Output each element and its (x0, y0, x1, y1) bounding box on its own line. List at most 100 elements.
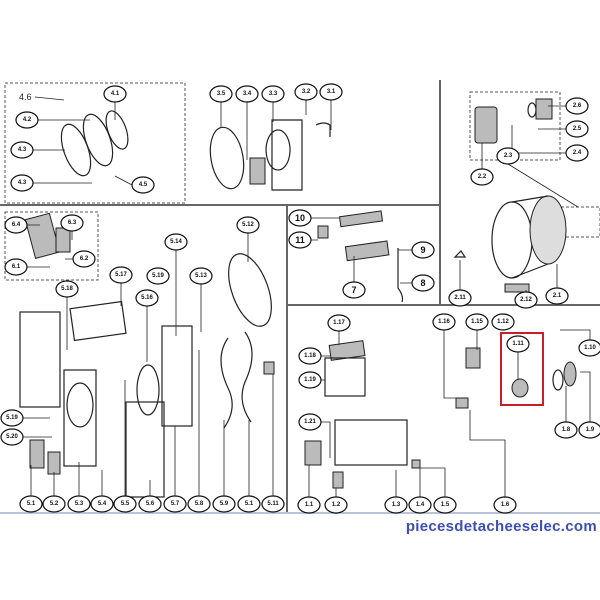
part-label: 3.5 (209, 85, 233, 103)
part-label: 5.1 (19, 495, 43, 513)
highlighted-part-box (500, 332, 544, 406)
part-number: 6.1 (12, 264, 21, 270)
control-group-box (4, 211, 99, 281)
part-label: 8 (411, 274, 435, 292)
part-drawings (19, 98, 577, 498)
label-bubble (131, 176, 155, 194)
label-bubble (237, 495, 261, 513)
part-label: 2.4 (565, 144, 589, 162)
part-number: 3.3 (269, 91, 278, 97)
label-bubble (554, 421, 578, 439)
part-number: 5.19 (6, 415, 18, 421)
part-label: 11 (288, 231, 312, 249)
part-number: 1.8 (562, 427, 571, 433)
part-label: 1.21 (298, 413, 322, 431)
part-number: 5.3 (75, 501, 84, 507)
part-label: 5.6 (138, 495, 162, 513)
label-bubble (545, 287, 569, 305)
part-label: 5.4 (90, 495, 114, 513)
label-bubble (42, 495, 66, 513)
part-label: 6.3 (60, 214, 84, 232)
part-label: 1.9 (578, 421, 600, 439)
part-number: 5.13 (195, 273, 207, 279)
label-bubble (235, 85, 259, 103)
part-number: 5.19 (152, 273, 164, 279)
part-number: 1.4 (416, 502, 425, 508)
label-bubble (138, 495, 162, 513)
part-number: 5.17 (115, 272, 127, 278)
door-group-box (4, 82, 186, 204)
part-label: 5.17 (109, 266, 133, 284)
part-label: 6.2 (72, 250, 96, 268)
label-bubble (496, 147, 520, 165)
part-number: 6.4 (12, 222, 21, 228)
label-bubble (448, 289, 472, 307)
part-number: 5.16 (141, 295, 153, 301)
label-bubble (411, 274, 435, 292)
label-bubble (163, 495, 187, 513)
part-label: 5.12 (236, 216, 260, 234)
part-number: 10 (295, 213, 305, 223)
label-bubble (433, 496, 457, 514)
part-label: 5.3 (67, 495, 91, 513)
part-number: 1.2 (332, 502, 341, 508)
label-bubble (0, 409, 24, 427)
label-bubble (212, 495, 236, 513)
label-bubble (4, 216, 28, 234)
part-label: 1.17 (327, 314, 351, 332)
part-label: 4.3 (10, 174, 34, 192)
part-label: 1.2 (324, 496, 348, 514)
part-number: 7 (351, 285, 356, 295)
part-number: 1.21 (304, 419, 316, 425)
label-bubble (103, 85, 127, 103)
part-label: 2.1 (545, 287, 569, 305)
part-number: 2.3 (504, 153, 513, 159)
part-label: 1.5 (433, 496, 457, 514)
label-bubble (15, 111, 39, 129)
part-label: 2.6 (565, 97, 589, 115)
part-label: 5.13 (189, 267, 213, 285)
part-number: 1.6 (501, 502, 510, 508)
leader-lines (23, 100, 591, 497)
label-bubble (135, 289, 159, 307)
part-label: 1.6 (493, 496, 517, 514)
label-bubble (384, 496, 408, 514)
part-label: 3.4 (235, 85, 259, 103)
part-label: 5.5 (113, 495, 137, 513)
part-number: 1.11 (512, 341, 524, 347)
part-number: 5.18 (61, 286, 73, 292)
part-label: 2.5 (565, 120, 589, 138)
part-number: 4.3 (18, 147, 27, 153)
part-number: 2.6 (573, 103, 582, 109)
label-bubble (60, 214, 84, 232)
label-bubble (565, 97, 589, 115)
part-number: 6.2 (80, 256, 89, 262)
part-label: 1.8 (554, 421, 578, 439)
part-number: 3.2 (302, 89, 311, 95)
part-label: 2.2 (470, 168, 494, 186)
label-bubble (324, 496, 348, 514)
part-label: 4.5 (131, 176, 155, 194)
label-bubble (465, 313, 489, 331)
part-label: 5.20 (0, 428, 24, 446)
part-number: 4.3 (18, 180, 27, 186)
label-bubble (189, 267, 213, 285)
label-bubble (565, 120, 589, 138)
section-dividers (0, 80, 600, 514)
label-bubble (565, 144, 589, 162)
part-number: 5.7 (171, 501, 180, 507)
part-number: 5.6 (146, 501, 155, 507)
label-bubble (298, 347, 322, 365)
watermark: piecesdetacheeselec.com (406, 518, 597, 535)
part-number: 3.4 (243, 91, 252, 97)
part-number: 5.1 (27, 501, 36, 507)
part-label: 6.4 (4, 216, 28, 234)
part-label: 1.12 (491, 313, 515, 331)
part-number: 2.4 (573, 150, 582, 156)
label-bubble (470, 168, 494, 186)
part-number: 5.9 (220, 501, 229, 507)
part-label: 1.4 (408, 496, 432, 514)
part-number: 2.11 (454, 295, 466, 301)
part-number: 5.12 (242, 222, 254, 228)
